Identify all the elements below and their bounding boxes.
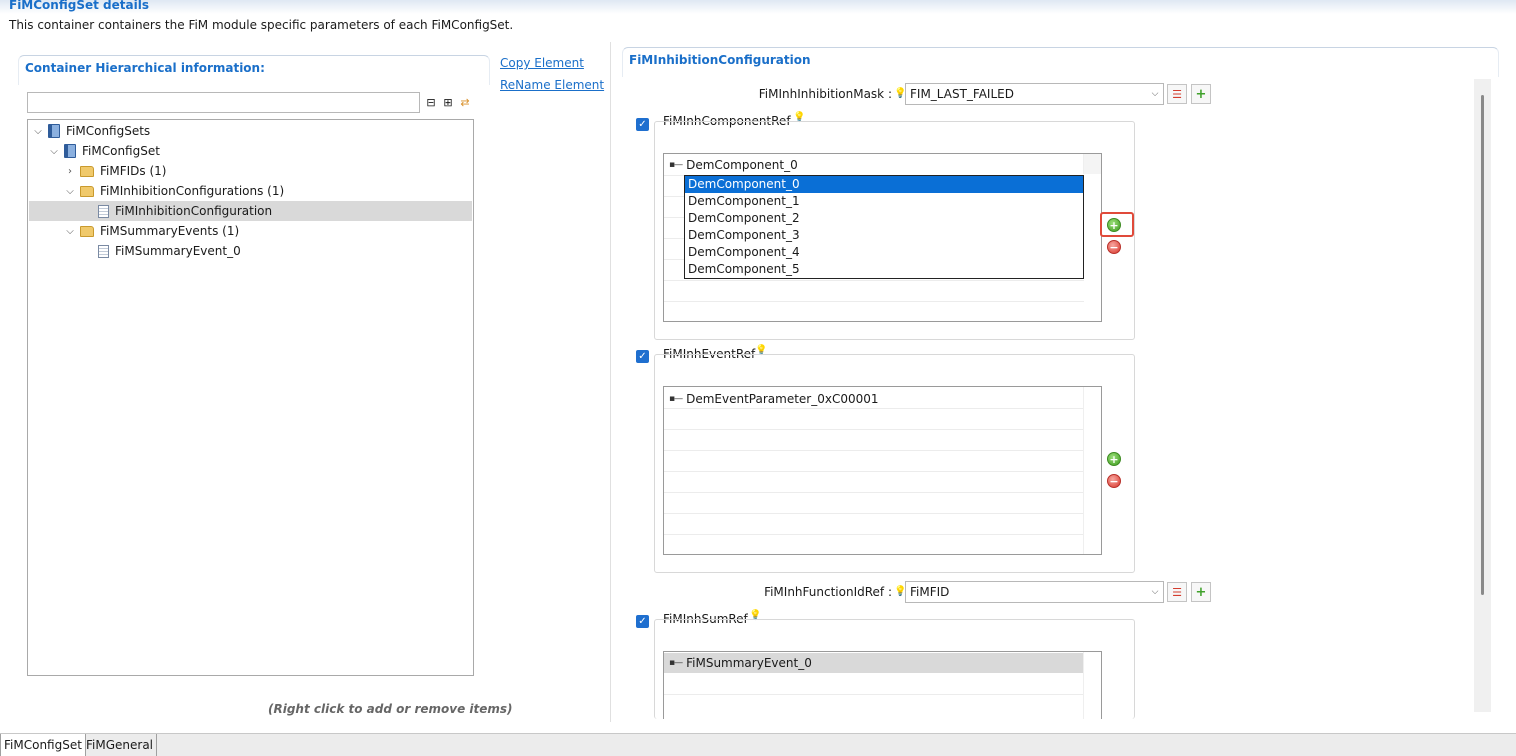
tree-item-fimconfigsets[interactable]: ⌵ FiMConfigSets [32, 121, 150, 141]
add-event-button[interactable]: + [1107, 452, 1121, 466]
component-dropdown-list[interactable]: DemComponent_0 DemComponent_1 DemCompone… [684, 175, 1084, 279]
details-heading: FiMInhibitionConfiguration [629, 53, 811, 67]
event-ref-checkbox[interactable]: ✓ [636, 350, 649, 363]
info-bulb-icon: 💡 [894, 88, 907, 99]
copy-element-link[interactable]: Copy Element [500, 56, 584, 70]
tab-fimgeneral[interactable]: FiMGeneral [83, 734, 158, 756]
tab-fimconfigset[interactable]: FiMConfigSet [0, 734, 86, 756]
chevron-down-icon[interactable]: ⌵ [1151, 587, 1159, 597]
tree-item-fiminhibitionconfiguration[interactable]: FiMInhibitionConfiguration [29, 201, 472, 221]
folder-icon [80, 225, 94, 237]
page-title: FiMConfigSet details [9, 0, 149, 12]
details-section-frame [622, 47, 1499, 77]
dropdown-option[interactable]: DemComponent_0 [685, 176, 1083, 193]
list-item[interactable]: ▪— DemEventParameter_0xC00001 [669, 390, 879, 407]
function-id-ref-label: FiMInhFunctionIdRef : [764, 585, 892, 599]
tree-item-label: FiMConfigSet [82, 144, 160, 158]
list-values-button[interactable]: ☰ [1167, 582, 1187, 602]
add-button-highlight [1100, 212, 1134, 237]
reference-item-icon: ▪— [669, 393, 683, 404]
collapse-all-icon[interactable]: ⊟ [426, 95, 436, 109]
reference-item-icon: ▪— [669, 159, 683, 170]
expand-twisty-icon[interactable]: ⌵ [66, 185, 74, 197]
function-id-ref-value: FiMFID [910, 585, 950, 599]
book-icon [64, 144, 76, 158]
sum-ref-group [654, 619, 1135, 719]
add-value-button[interactable]: + [1191, 84, 1211, 104]
info-bulb-icon: 💡 [755, 345, 768, 356]
dropdown-option[interactable]: DemComponent_5 [688, 262, 800, 276]
tree-item-label: FiMSummaryEvents (1) [100, 224, 240, 238]
list-item-label: DemEventParameter_0xC00001 [686, 391, 879, 406]
tree-item-label: FiMConfigSets [66, 124, 151, 138]
dropdown-option[interactable]: DemComponent_2 [688, 211, 800, 225]
page-description: This container containers the FiM module… [9, 18, 514, 32]
tree-item-label: FiMInhibitionConfigurations (1) [100, 184, 285, 198]
remove-event-button[interactable]: − [1107, 474, 1121, 488]
list-item[interactable]: ▪— DemComponent_0 [669, 156, 798, 173]
sum-ref-list[interactable]: ▪— FiMSummaryEvent_0 [663, 651, 1102, 719]
hierarchy-heading: Container Hierarchical information: [25, 61, 265, 75]
add-value-button[interactable]: + [1191, 582, 1211, 602]
expand-twisty-icon[interactable]: ⌵ [34, 125, 42, 137]
tree-item-label: FiMFIDs (1) [100, 164, 167, 178]
tree-item-label: FiMSummaryEvent_0 [115, 244, 241, 258]
inhibition-mask-select[interactable]: FIM_LAST_FAILED ⌵ [905, 83, 1164, 105]
inhibition-mask-value: FIM_LAST_FAILED [910, 87, 1014, 101]
function-id-ref-select[interactable]: FiMFID ⌵ [905, 581, 1164, 603]
tree-item-fimconfigset[interactable]: ⌵ FiMConfigSet [48, 141, 160, 161]
component-ref-checkbox[interactable]: ✓ [636, 118, 649, 131]
expand-all-icon[interactable]: ⊞ [443, 95, 453, 109]
dropdown-option[interactable]: DemComponent_3 [688, 228, 800, 242]
tree-filter-input[interactable] [27, 92, 420, 113]
hierarchy-section-frame [18, 55, 490, 85]
tree-item-fimfids[interactable]: › FiMFIDs (1) [64, 161, 166, 181]
reference-item-icon: ▪— [669, 658, 683, 668]
event-ref-list[interactable]: ▪— DemEventParameter_0xC00001 [663, 386, 1102, 555]
inhibition-mask-label: FiMInhInhibitionMask : [758, 87, 892, 101]
editor-tab-bar [0, 733, 1516, 756]
expand-twisty-icon[interactable]: ⌵ [66, 225, 74, 237]
tree-item-fiminhibitionconfigurations[interactable]: ⌵ FiMInhibitionConfigurations (1) [64, 181, 284, 201]
document-icon [98, 204, 109, 218]
info-bulb-icon: 💡 [793, 112, 806, 123]
document-icon [98, 244, 109, 258]
folder-icon [80, 185, 94, 197]
list-item-label: FiMSummaryEvent_0 [686, 656, 812, 670]
collapse-twisty-icon[interactable]: › [68, 165, 72, 177]
remove-component-button[interactable]: − [1107, 240, 1121, 254]
info-bulb-icon: 💡 [894, 586, 907, 597]
tree-item-fimsummaryevents[interactable]: ⌵ FiMSummaryEvents (1) [64, 221, 239, 241]
header-band [0, 0, 1516, 14]
list-item-label: DemComponent_0 [686, 157, 798, 172]
list-item[interactable]: ▪— FiMSummaryEvent_0 [669, 654, 812, 672]
rename-element-link[interactable]: ReName Element [500, 78, 605, 92]
tree-item-label: FiMInhibitionConfiguration [115, 204, 273, 218]
component-ref-group [654, 121, 1135, 340]
expand-twisty-icon[interactable]: ⌵ [50, 145, 58, 157]
panel-splitter[interactable] [610, 42, 611, 722]
add-component-button[interactable]: + [1107, 218, 1121, 232]
hierarchy-tree[interactable]: ⌵ FiMConfigSets ⌵ FiMConfigSet › FiMFIDs… [27, 119, 474, 676]
dropdown-option[interactable]: DemComponent_4 [688, 245, 800, 259]
tree-hint-text: (Right click to add or remove items) [268, 702, 513, 716]
book-icon [48, 124, 60, 138]
link-sync-icon[interactable]: ⇄ [460, 95, 470, 109]
dropdown-option[interactable]: DemComponent_1 [688, 194, 800, 208]
chevron-down-icon[interactable]: ⌵ [1151, 89, 1159, 99]
event-ref-group [654, 354, 1135, 573]
sum-ref-checkbox[interactable]: ✓ [636, 615, 649, 628]
details-scrollbar-thumb[interactable] [1481, 95, 1484, 595]
info-bulb-icon: 💡 [749, 610, 762, 621]
folder-icon [80, 165, 94, 177]
list-values-button[interactable]: ☰ [1167, 84, 1187, 104]
tree-item-fimsummaryevent-0[interactable]: FiMSummaryEvent_0 [98, 241, 241, 261]
